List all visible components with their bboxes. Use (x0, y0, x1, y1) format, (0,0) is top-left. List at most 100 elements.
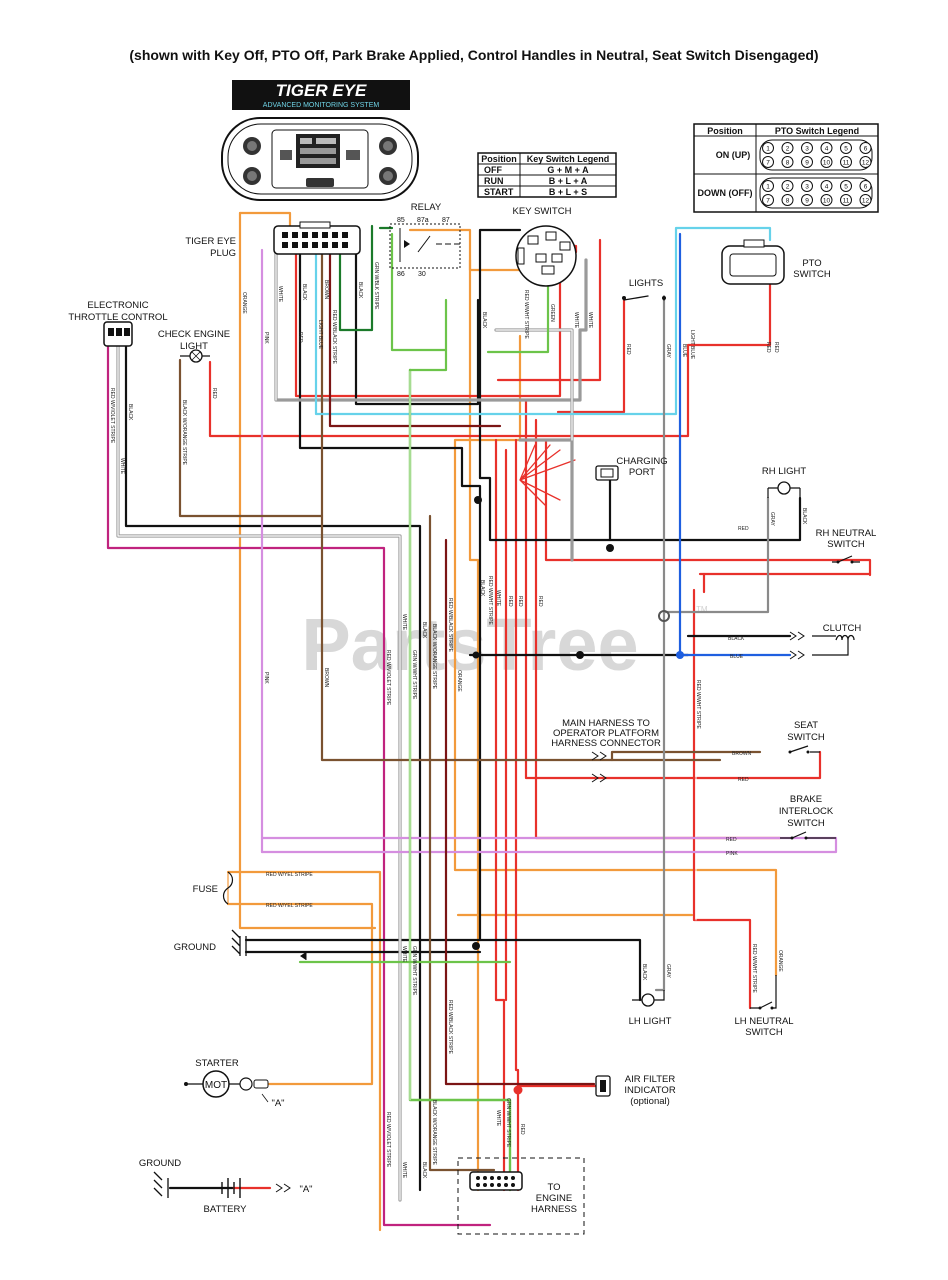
pto-pin-circle (781, 142, 794, 154)
diagram-header: (shown with Key Off, PTO Off, Park Brake… (129, 47, 818, 63)
tiger-eye-logo: TIGER EYE ADVANCED MONITORING SYSTEM (232, 80, 410, 110)
tiger-eye-plug-label-2: PLUG (210, 248, 236, 259)
pto-pin-number: 4 (825, 146, 829, 153)
pto-pin-circle (859, 194, 872, 206)
wire-label-red-yel-2: RED W/YEL STRIPE (266, 903, 313, 909)
wire-label-orange-lh: ORANGE (777, 950, 783, 972)
wire-label-gray-rh: GRAY (769, 512, 775, 526)
ks-row-off-val: G + M + A (547, 165, 589, 175)
wire-label-red-mid-3: RED (537, 596, 543, 607)
wire-label-red-engine: RED (519, 1124, 525, 1135)
clutch-label: CLUTCH (823, 623, 862, 634)
pto-pin-circle (762, 180, 774, 192)
starter-mot-text: MOT (205, 1080, 227, 1091)
relay-pin-30: 30 (418, 271, 426, 278)
main-harness-connector (591, 751, 607, 783)
key-switch (515, 225, 577, 287)
junction-dots (472, 496, 684, 1095)
pto-pin-circle (820, 142, 833, 154)
engine-harness-connector (457, 1157, 585, 1235)
starter-ref-a: "A" (271, 1098, 284, 1109)
pto-pin-circle (762, 194, 774, 206)
wire-label-red: RED (297, 332, 303, 343)
pto-pin-number: 10 (823, 198, 831, 205)
clutch-symbol (789, 631, 855, 660)
watermark: PartsTree (301, 603, 638, 686)
fuse-symbol (222, 871, 234, 905)
ks-row-run-pos: RUN (484, 176, 504, 186)
pto-pin-circle (781, 156, 794, 168)
pto-pin-circle (840, 156, 852, 168)
wire-label-black-orange: BLACK W/ORANGE STRIPE (181, 400, 187, 466)
wire-label-green: GREEN (549, 304, 555, 322)
wire-label-brown: BROWN (323, 280, 329, 300)
pto-pin-circle (762, 142, 774, 154)
check-engine-light-symbol (180, 349, 210, 363)
wire-label-brown-trunk: BROWN (323, 668, 329, 688)
wire-label-black-mid: BLACK (479, 580, 485, 597)
fuse-label: FUSE (193, 884, 218, 895)
lights-label: LIGHTS (629, 278, 663, 289)
seat-switch-label-2: SWITCH (787, 732, 825, 743)
wire-label-gray-lh: GRAY (665, 964, 671, 978)
ks-row-start-pos: START (484, 187, 514, 197)
etc-label-2: THROTTLE CONTROL (68, 312, 167, 323)
ks-row-off-pos: OFF (484, 165, 502, 175)
pto-row-down: DOWN (OFF) (698, 188, 753, 198)
wire-label-white-mid: WHITE (495, 590, 501, 607)
battery-label: BATTERY (204, 1204, 248, 1215)
lights-switch-symbol (622, 296, 666, 300)
wire-label-light-blue-pto: LIGHT BLUE (689, 330, 695, 360)
pto-pin-number: 1 (766, 146, 770, 153)
main-harness-label-2: OPERATOR PLATFORM (553, 728, 659, 739)
wire-label-gray: GRAY (665, 344, 671, 358)
pto-pin-number: 9 (805, 160, 809, 167)
starter-label: STARTER (195, 1058, 239, 1069)
pto-pin-number: 7 (766, 198, 770, 205)
pto-pin-circle (781, 194, 794, 206)
pto-pin-circle (781, 180, 794, 192)
pto-switch-label-1: PTO (802, 258, 821, 269)
lh-neutral-label-2: SWITCH (745, 1027, 783, 1038)
wire-label-grn-white-trunk: GRN W/WHT STRIPE (411, 650, 417, 700)
wire-label-black-2: BLACK (357, 282, 363, 299)
wire-label-black-bottom: BLACK (421, 1162, 427, 1179)
relay-label: RELAY (411, 202, 442, 213)
pto-pin-number: 3 (805, 146, 809, 153)
wire-label-red-pto: RED (765, 342, 771, 353)
relay-pin-85: 85 (397, 217, 405, 224)
pto-switch-connector (721, 239, 785, 285)
pto-pin-circle (840, 194, 852, 206)
logo-title: TIGER EYE (276, 81, 367, 100)
pto-pin-circle (801, 156, 813, 168)
pto-pin-circle (840, 180, 852, 192)
wire-label-blue: BLUE (681, 344, 687, 358)
wires (106, 211, 872, 1232)
relay-pin-86: 86 (397, 271, 405, 278)
wire-label-grn-white-engine: GRN W/WHT STRIPE (505, 1098, 511, 1148)
seat-switch-label-1: SEAT (794, 720, 818, 731)
wire-label-white-bottom: WHITE (401, 1162, 407, 1179)
ks-row-start-val: B + L + S (549, 187, 587, 197)
rh-neutral-switch-symbol (832, 555, 860, 564)
battery-ground-symbol (153, 1171, 291, 1198)
pto-pin-number: 6 (864, 146, 868, 153)
pto-pin-circle (762, 156, 774, 168)
wire-label-orange-trunk: ORANGE (456, 670, 462, 692)
lh-light-symbol (632, 990, 665, 1007)
wire-label-white-engine: WHITE (495, 1110, 501, 1127)
wire-label-red-black-mid: RED W/BLACK STRIPE (447, 598, 453, 653)
pto-pin-circle (859, 156, 872, 168)
pto-pin-number: 8 (786, 198, 790, 205)
relay-pin-87a: 87a (417, 217, 429, 224)
pto-pin-number: 12 (862, 160, 870, 167)
pto-pin-circle (820, 194, 833, 206)
wire-label-blue-clutch: BLUE (730, 654, 744, 660)
wire-label-light-blue: LIGHT BLUE (317, 320, 323, 350)
wire-label-black-clutch: BLACK (728, 636, 745, 642)
pto-pin-number: 6 (864, 184, 868, 191)
key-switch-legend: Position Key Switch Legend OFF G + M + A… (477, 152, 617, 198)
wire-label-black-orange-trunk: BLACK W/ORANGE STRIPE (431, 624, 437, 690)
engine-harness-label-3: HARNESS (531, 1204, 577, 1215)
rh-light-symbol (767, 481, 801, 498)
